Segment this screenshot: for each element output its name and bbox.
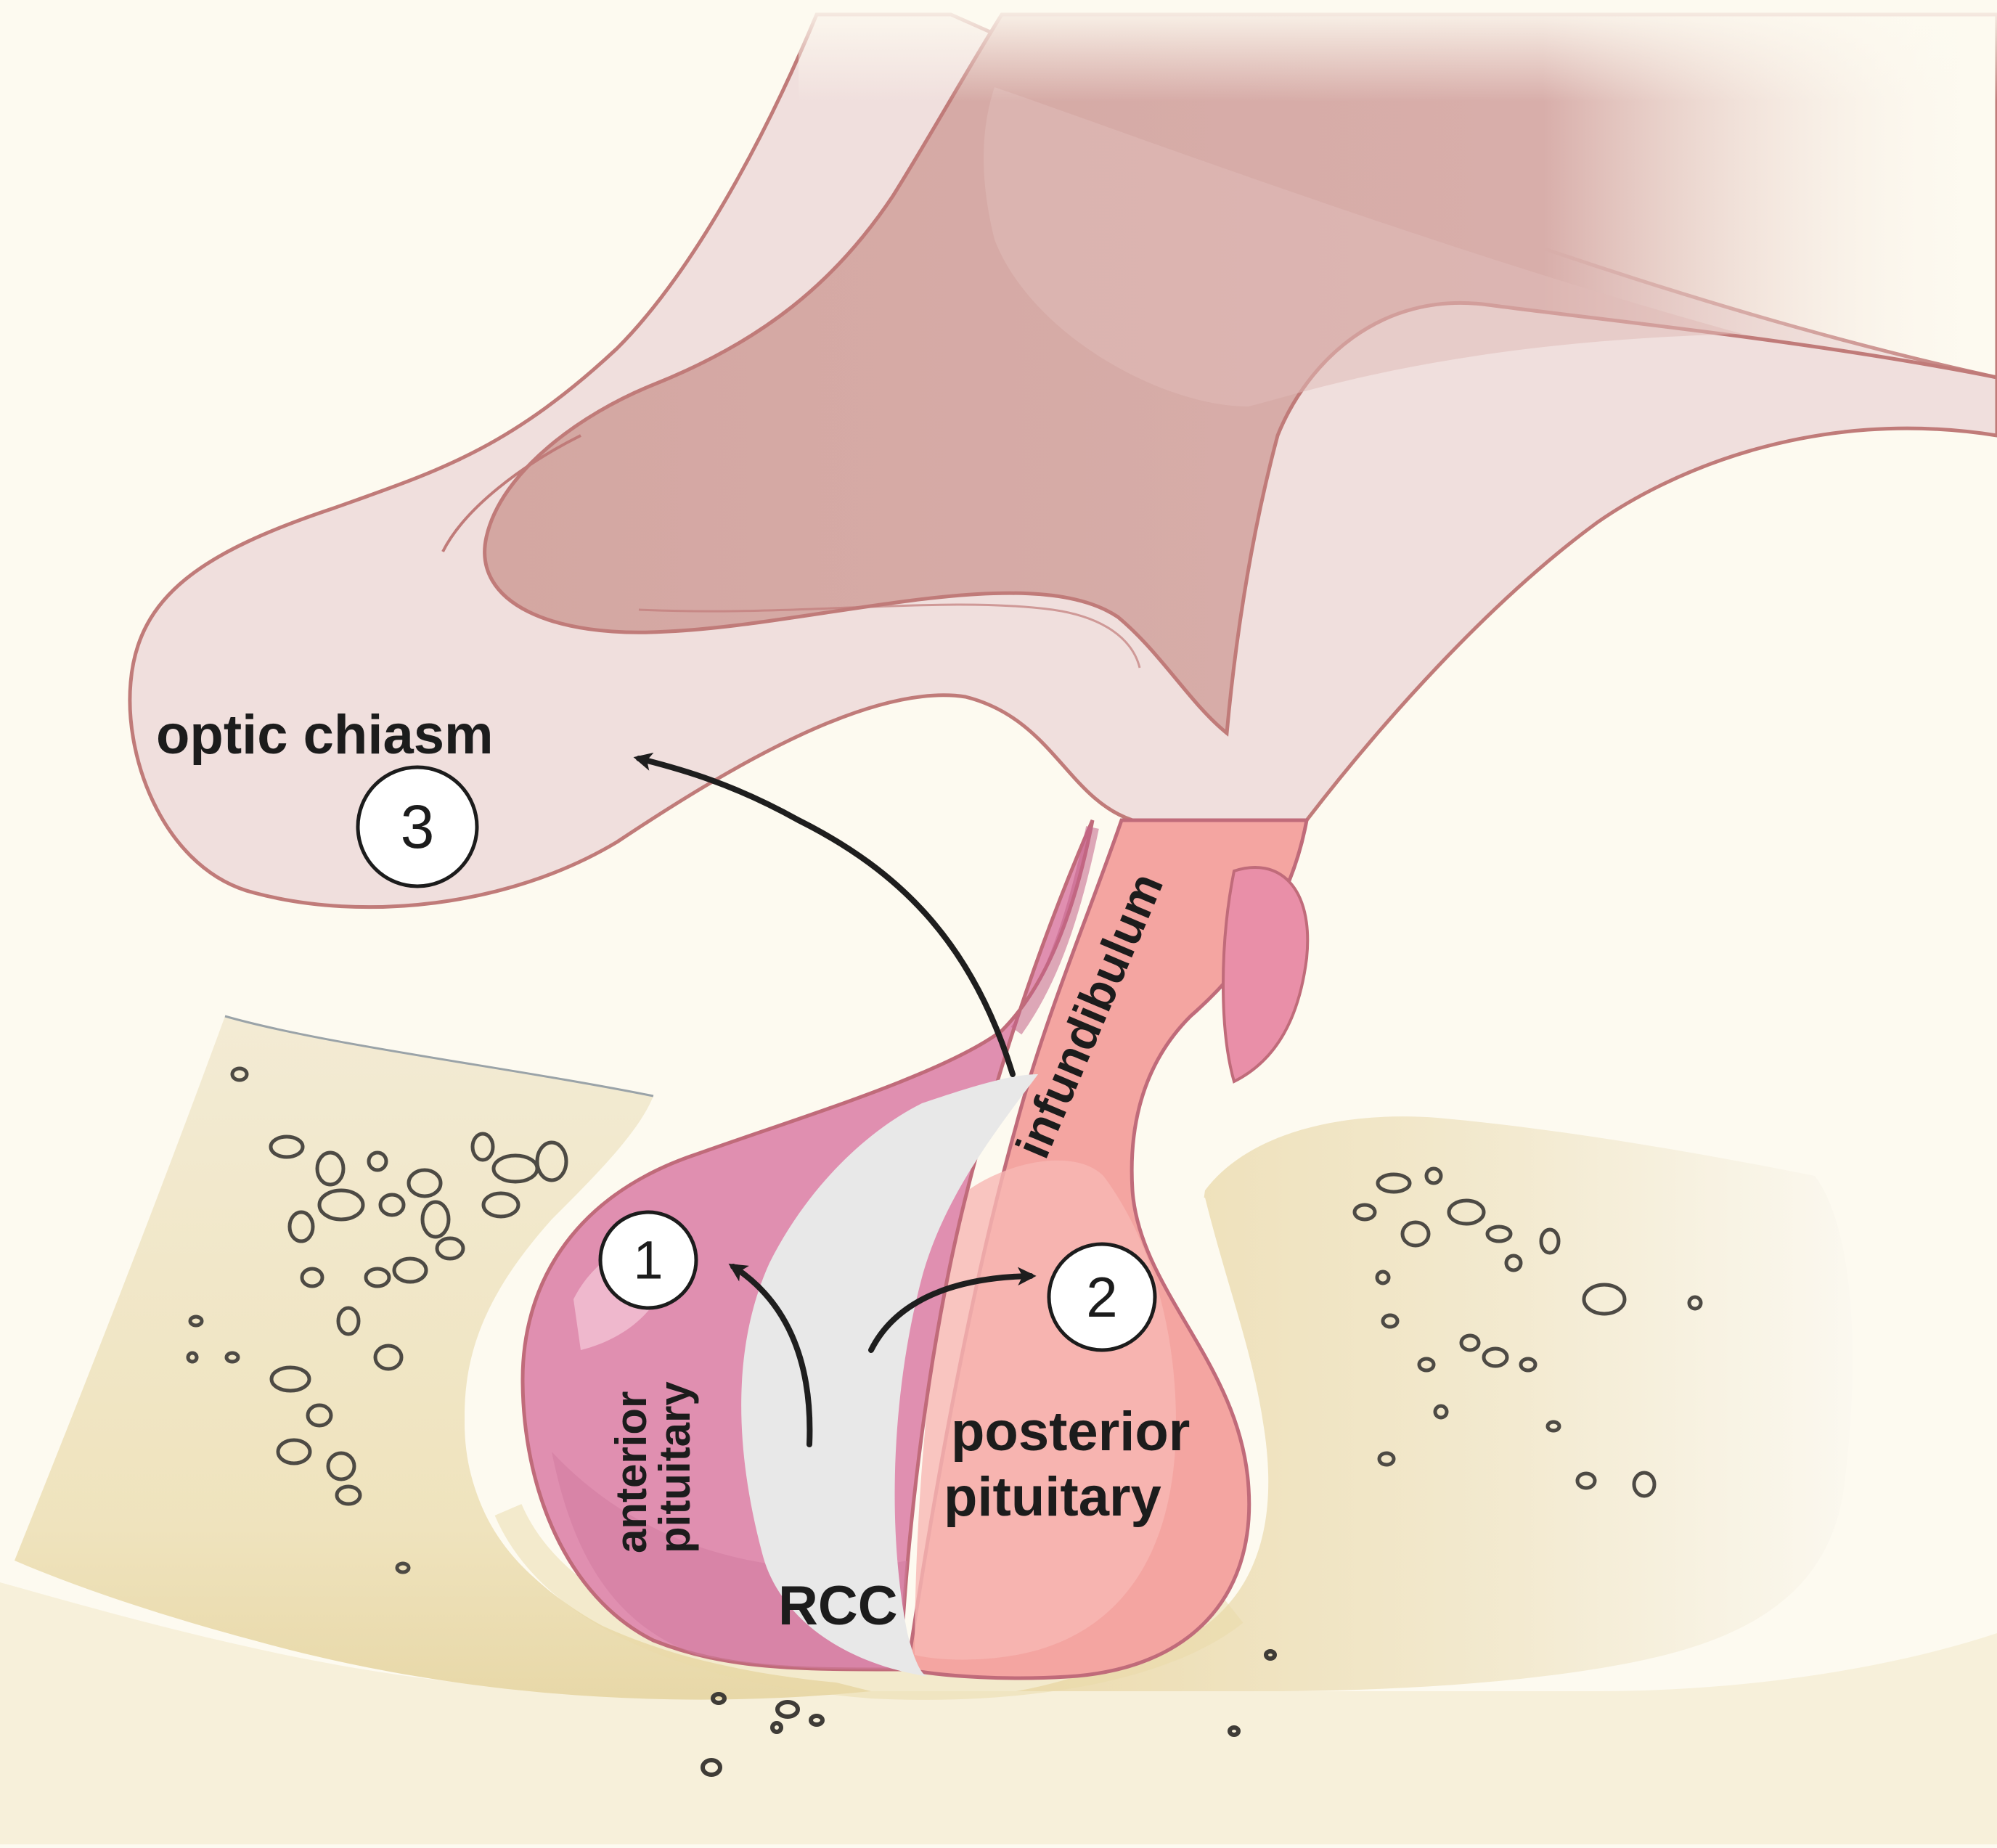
label-rcc: RCC bbox=[778, 1575, 898, 1637]
sphenoid-bone bbox=[0, 1015, 1997, 1844]
svg-text:3: 3 bbox=[401, 793, 435, 861]
hypothalamus bbox=[128, 0, 1997, 909]
label-posterior-line2: pituitary bbox=[944, 1466, 1161, 1528]
svg-text:pituitary: pituitary bbox=[650, 1381, 699, 1553]
svg-text:anterior: anterior bbox=[607, 1391, 656, 1553]
bone-pores-floor bbox=[701, 1649, 1277, 1777]
bone-pores-left bbox=[186, 1066, 568, 1574]
marker-2: 2 bbox=[1047, 1242, 1157, 1352]
label-optic-chiasm: optic chiasm bbox=[156, 704, 494, 766]
marker-3: 3 bbox=[356, 765, 479, 888]
bone-pores-right bbox=[1352, 1166, 1703, 1498]
arrow-to-optic-chiasm bbox=[633, 752, 1016, 1077]
marker-1: 1 bbox=[598, 1210, 698, 1310]
svg-text:1: 1 bbox=[633, 1230, 663, 1291]
label-posterior-line1: posterior bbox=[951, 1401, 1190, 1463]
arrow-to-posterior bbox=[868, 1267, 1037, 1353]
arrow-to-anterior bbox=[728, 1263, 813, 1447]
label-anterior-pituitary: anterior pituitary bbox=[607, 1381, 699, 1553]
arrows bbox=[633, 752, 1037, 1447]
svg-text:2: 2 bbox=[1086, 1265, 1117, 1329]
